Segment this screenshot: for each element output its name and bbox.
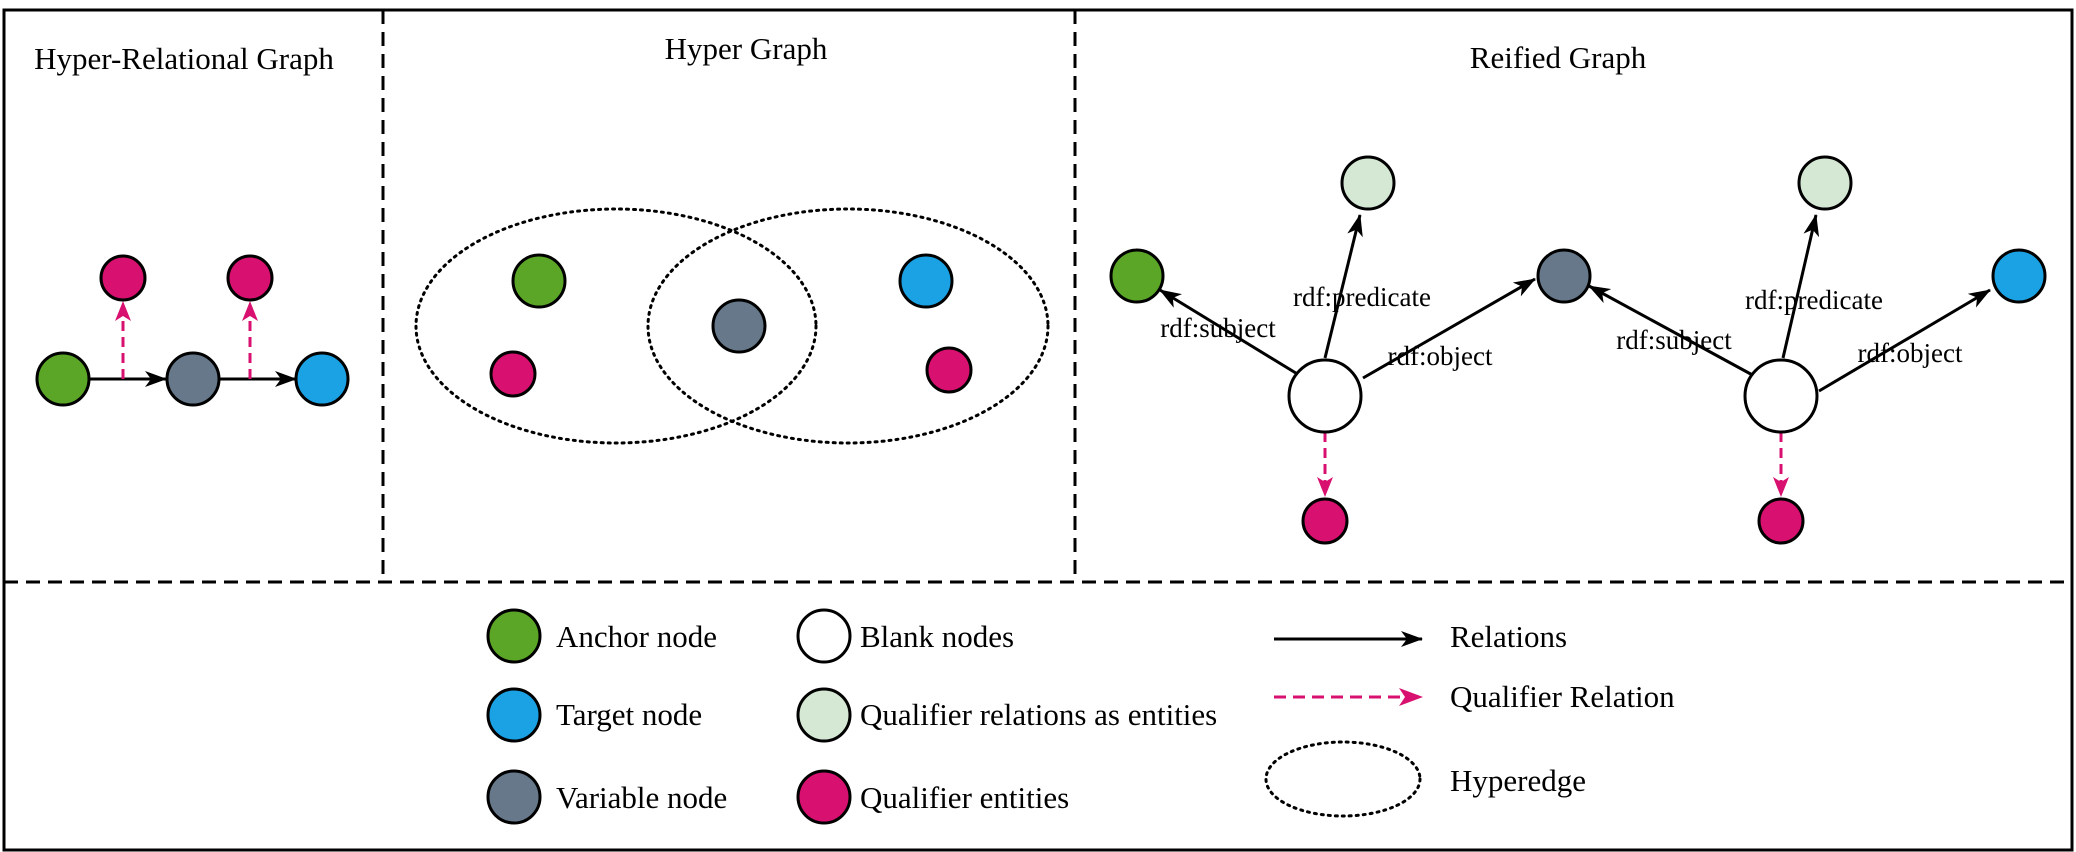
legend-hyperedge-label: Hyperedge — [1450, 763, 1586, 798]
qualifier-relation-entity-node — [1797, 155, 1853, 211]
qualifier-entity-node — [489, 350, 537, 398]
outer-border — [2, 8, 2074, 852]
variable-node — [165, 351, 221, 407]
relation-edge — [1588, 284, 1759, 380]
legend-qualifier-relation-label: Qualifier Relation — [1450, 679, 1675, 714]
relation-edge — [1818, 288, 1991, 393]
legend-blank-label: Blank nodes — [860, 619, 1014, 654]
legend-qualifier-relations-as-entities-label: Qualifier relations as entities — [860, 697, 1217, 732]
legend-target-swatch — [486, 687, 542, 743]
edge-label-rdf-object: rdf:object — [1388, 341, 1493, 371]
legend-anchor-swatch — [486, 608, 542, 664]
legend-qualifier-entities-label: Qualifier entities — [860, 780, 1069, 815]
target-node — [294, 351, 350, 407]
edge-label-rdf-predicate: rdf:predicate — [1745, 285, 1883, 315]
qualifier-relation-entity-node — [1340, 155, 1396, 211]
relation-edge — [1159, 288, 1305, 380]
legend-variable-label: Variable node — [556, 780, 727, 815]
panel-title-reified: Reified Graph — [1470, 40, 1647, 75]
qualifier-entity-node — [1301, 497, 1349, 545]
legend-qualifier-entity-swatch — [796, 769, 852, 825]
hyperedge-left — [414, 207, 818, 445]
relation-edge — [1323, 214, 1363, 359]
legend-relations-label: Relations — [1450, 619, 1567, 654]
anchor-node — [35, 351, 91, 407]
relation-edge — [1781, 214, 1820, 359]
blank-node — [1743, 358, 1819, 434]
edge-label-rdf-subject: rdf:subject — [1160, 313, 1276, 343]
edge-label-rdf-predicate: rdf:predicate — [1293, 282, 1431, 312]
qualifier-entity-node — [99, 254, 147, 302]
qualifier-entity-node — [925, 346, 973, 394]
blank-node — [1287, 358, 1363, 434]
panel-hyper-relational: Hyper-Relational Graph — [34, 41, 350, 407]
legend: Anchor node Target node Variable node Bl… — [486, 608, 1675, 825]
target-node — [1991, 248, 2047, 304]
qualifier-entity-node — [226, 254, 274, 302]
legend-target-label: Target node — [556, 697, 702, 732]
hyperedge-right — [646, 207, 1050, 445]
panel-title-hyper-relational: Hyper-Relational Graph — [34, 41, 334, 76]
relation-edge — [1362, 277, 1536, 380]
anchor-node — [511, 253, 567, 309]
anchor-node — [1109, 248, 1165, 304]
panel-hyper: Hyper Graph — [414, 31, 1050, 445]
variable-node — [711, 298, 767, 354]
panel-title-hyper: Hyper Graph — [665, 31, 828, 66]
legend-variable-swatch — [486, 769, 542, 825]
legend-anchor-label: Anchor node — [556, 619, 717, 654]
legend-blank-swatch — [796, 608, 852, 664]
legend-hyperedge-swatch — [1264, 740, 1422, 818]
edge-label-rdf-subject: rdf:subject — [1616, 325, 1732, 355]
qualifier-entity-node — [1757, 497, 1805, 545]
panel-reified: Reified Graph rdf:subject rdf:predicate … — [1109, 40, 2047, 545]
legend-qualifier-relation-entity-swatch — [796, 687, 852, 743]
target-node — [898, 253, 954, 309]
edge-label-rdf-object: rdf:object — [1858, 338, 1963, 368]
variable-node — [1536, 248, 1592, 304]
